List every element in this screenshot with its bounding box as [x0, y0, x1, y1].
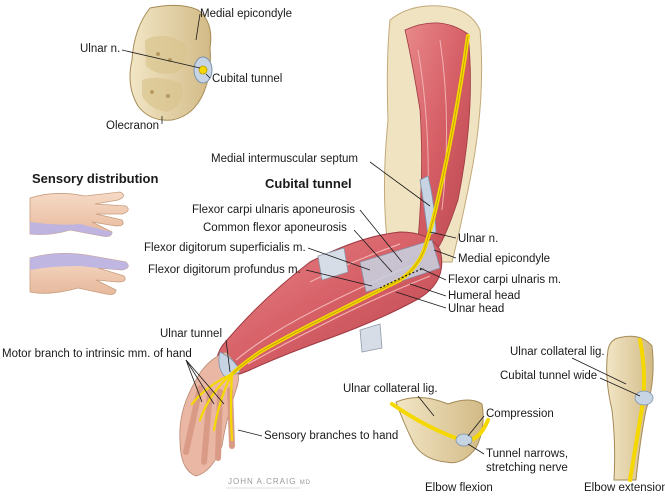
label-cubital-tunnel-top: Cubital tunnel [212, 73, 283, 85]
label-stretching-nerve: stretching nerve [486, 462, 568, 474]
label-ulnar-n-main: Ulnar n. [458, 233, 499, 245]
artist-signature: JOHN A.CRAIG MD [228, 477, 311, 486]
heading-sensory-distribution: Sensory distribution [32, 171, 159, 186]
label-ucl-flexion: Ulnar collateral lig. [343, 383, 438, 395]
label-medial-epicondyle-main: Medial epicondyle [458, 253, 551, 265]
label-compression: Compression [486, 408, 554, 420]
label-sensory-branches: Sensory branches to hand [264, 430, 399, 442]
label-olecranon: Olecranon [106, 120, 160, 132]
label-medial-intermuscular-septum: Medial intermuscular septum [211, 153, 359, 165]
label-common-flexor-aponeurosis: Common flexor aponeurosis [203, 222, 347, 234]
elbow-flexion-inset [390, 397, 490, 464]
elbow-cross-section [129, 4, 213, 121]
signature-suffix: MD [299, 480, 312, 486]
label-fds: Flexor digitorum superficialis m. [144, 242, 306, 254]
sensory-hand-palmar [29, 191, 129, 237]
label-ulnar-tunnel: Ulnar tunnel [160, 328, 223, 340]
sensory-hand-dorsal [29, 253, 129, 295]
label-ulnar-head: Ulnar head [448, 303, 505, 315]
label-fcu-muscle: Flexor carpi ulnaris m. [448, 274, 562, 286]
label-elbow-flexion: Elbow flexion [425, 482, 493, 494]
label-humeral-head: Humeral head [448, 290, 521, 302]
main-arm [179, 5, 483, 477]
label-motor-branch: Motor branch to intrinsic mm. of hand [2, 348, 192, 360]
label-ulnar-n-top: Ulnar n. [80, 43, 121, 55]
label-tunnel-narrows: Tunnel narrows, [486, 448, 569, 460]
heading-cubital-tunnel: Cubital tunnel [265, 176, 352, 191]
elbow-extension-inset [606, 335, 654, 482]
signature-name: JOHN A.CRAIG [228, 477, 297, 486]
label-medial-epicondyle-top: Medial epicondyle [200, 8, 293, 20]
label-fdp: Flexor digitorum profundus m. [148, 264, 301, 276]
leader-lines [121, 13, 641, 455]
label-elbow-extension: Elbow extension [584, 482, 665, 494]
label-ucl-extension: Ulnar collateral lig. [510, 346, 605, 358]
label-cubital-tunnel-wide: Cubital tunnel wide [500, 370, 598, 382]
label-fcu-aponeurosis: Flexor carpi ulnaris aponeurosis [192, 204, 355, 216]
